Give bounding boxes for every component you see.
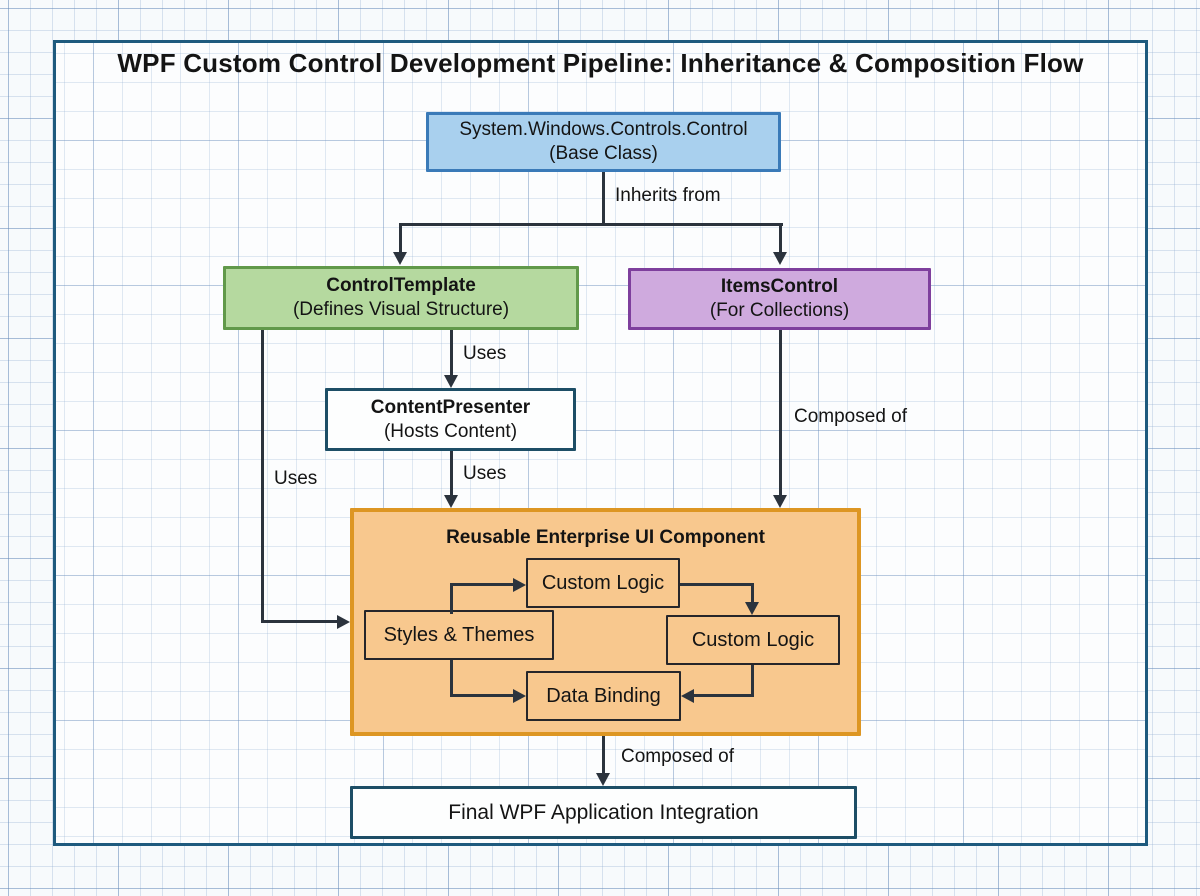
edge-label-composed-bottom: Composed of [621,746,735,767]
node-content-presenter-subtitle: (Hosts Content) [383,420,518,442]
node-data-binding-label: Data Binding [546,685,661,707]
arrowhead-to-contentpresenter [444,375,458,388]
node-component-title: Reusable Enterprise UI Component [446,527,765,548]
node-custom-logic-right: Custom Logic [666,615,840,665]
node-data-binding: Data Binding [526,671,681,721]
edge-clr-to-db-vertical [751,665,754,697]
edge-label-inherits-from: Inherits from [615,185,721,206]
node-component-container: Reusable Enterprise UI Component Custom … [350,508,861,736]
edge-st-to-db-vertical [450,660,453,697]
node-items-control-name: ItemsControl [720,276,839,297]
arrowhead-to-controltemplate [393,252,407,265]
edge-label-uses-top: Uses [463,343,507,364]
edge-label-uses-left: Uses [274,468,318,489]
arrowhead-to-final [596,773,610,786]
arrowhead-to-component-left [337,615,350,629]
node-custom-logic-top-label: Custom Logic [541,572,665,594]
node-base-class-name: System.Windows.Controls.Control [459,119,748,140]
edge-uses-mid [450,451,453,496]
node-final-integration: Final WPF Application Integration [350,786,857,839]
arrowhead-to-custom-logic-top [513,578,526,592]
edge-cl-to-clr-vertical [751,583,754,606]
node-custom-logic-right-label: Custom Logic [691,629,815,651]
edge-uses-left-horizontal [261,620,338,623]
arrowhead-to-component-top [444,495,458,508]
node-base-class: System.Windows.Controls.Control (Base Cl… [426,112,781,172]
edge-cl-to-clr-horizontal [680,583,754,586]
diagram-frame: WPF Custom Control Development Pipeline:… [53,40,1148,846]
edge-clr-to-db-horizontal [694,694,754,697]
node-content-presenter-name: ContentPresenter [370,396,531,418]
node-base-class-subtitle: (Base Class) [549,143,658,164]
edge-inherits-right-drop [779,223,782,254]
edge-uses-left-vertical [261,330,264,623]
edge-uses-top [450,330,453,376]
edge-label-uses-mid: Uses [463,463,507,484]
arrowhead-to-itemscontrol [773,252,787,265]
arrowhead-to-data-binding-left [513,689,526,703]
arrowhead-to-component-top-right [773,495,787,508]
edge-composed-bottom-vertical [602,736,605,776]
node-control-template-name: ControlTemplate [326,275,476,296]
edge-label-composed-right: Composed of [794,406,908,427]
node-content-presenter: ContentPresenter (Hosts Content) [325,388,576,451]
node-control-template: ControlTemplate (Defines Visual Structur… [223,266,579,330]
edge-inherits-stem [602,172,605,224]
edge-st-to-cl-vertical [450,583,453,614]
node-items-control-subtitle: (For Collections) [709,300,850,321]
node-control-template-subtitle: (Defines Visual Structure) [292,299,510,320]
edge-inherits-left-drop [399,223,402,254]
arrowhead-to-data-binding-right [681,689,694,703]
edge-inherits-branch [399,223,783,226]
node-items-control: ItemsControl (For Collections) [628,268,931,330]
edge-st-to-db-horizontal [450,694,514,697]
node-styles-themes-label: Styles & Themes [383,624,535,646]
arrowhead-to-custom-logic-right [745,602,759,615]
edge-composed-right-vertical [779,330,782,496]
edge-st-to-cl-horizontal [450,583,514,586]
diagram-title: WPF Custom Control Development Pipeline:… [117,48,1084,78]
node-styles-themes: Styles & Themes [364,610,554,660]
node-custom-logic-top: Custom Logic [526,558,680,608]
node-final-integration-label: Final WPF Application Integration [448,800,759,824]
